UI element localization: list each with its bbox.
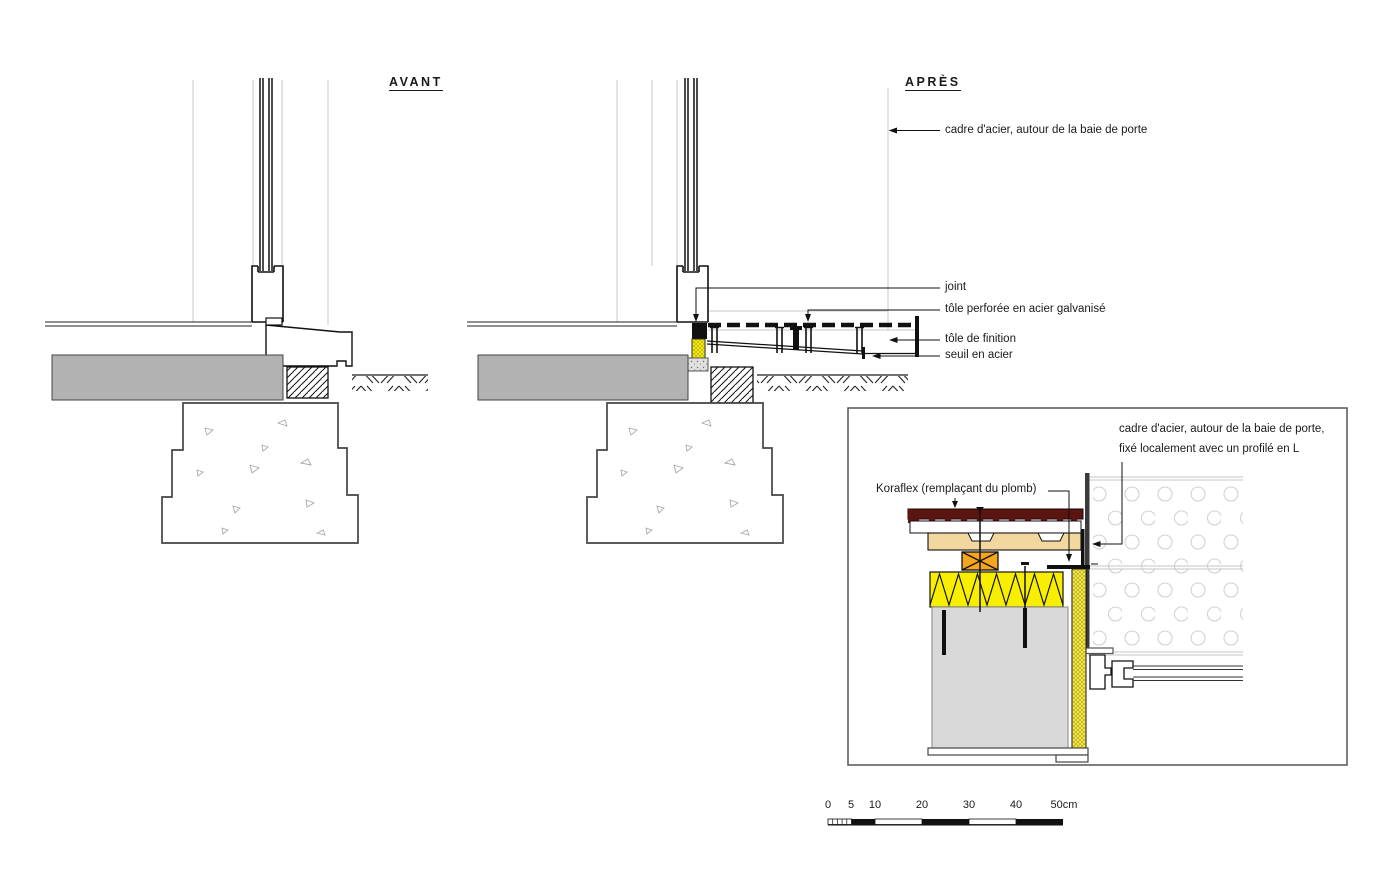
avant-door-leaf xyxy=(259,78,273,271)
apres-perforated-sheet xyxy=(708,316,919,357)
avant-threshold-stone xyxy=(265,317,353,367)
detail-insulation-band xyxy=(929,571,1064,608)
apres-floor-line xyxy=(467,321,677,327)
scale-label-5: 5 xyxy=(847,799,855,811)
detail-perforated-panel xyxy=(1088,476,1243,656)
annotation-cadre-acier: cadre d'acier, autour de la baie de port… xyxy=(945,124,1148,136)
apres-foundation xyxy=(586,402,784,544)
apres-sheet-end-bar xyxy=(915,316,919,357)
detail-annotation-cadre-line1: cadre d'acier, autour de la baie de port… xyxy=(1119,423,1325,435)
scale-label-0: 0 xyxy=(824,799,832,811)
detail-doorframe-profile xyxy=(1089,654,1134,690)
avant-floor-slab xyxy=(51,354,284,401)
avant-construction-lines xyxy=(192,80,329,325)
apres-masonry-block xyxy=(710,366,754,404)
avant-aggregate-symbols xyxy=(196,419,326,536)
scale-label-20: 20 xyxy=(915,799,929,811)
avant-title: AVANT xyxy=(389,75,443,91)
apres-sill-end xyxy=(862,347,865,359)
apres-door-frame xyxy=(677,266,708,322)
apres-finishing-sheet xyxy=(706,340,915,355)
annotation-tole-finition: tôle de finition xyxy=(945,333,1016,345)
avant-foundation xyxy=(161,402,359,544)
detail-edge-insulation-strip xyxy=(1071,568,1087,749)
apres-door-leaf xyxy=(684,78,698,271)
apres-leader-arrows xyxy=(693,127,898,359)
detail-leaders xyxy=(954,462,1123,565)
detail-l-profile xyxy=(1047,529,1090,569)
scale-label-30: 30 xyxy=(962,799,976,811)
detail-doorleaf-lines xyxy=(1133,665,1243,681)
annotation-tole-perforee: tôle perforée en acier galvanisé xyxy=(945,303,1106,315)
detail-wood-board xyxy=(927,532,1082,551)
apres-joint-block xyxy=(692,323,707,339)
scale-label-50cm: 50cm xyxy=(1050,799,1078,811)
detail-box-border xyxy=(847,407,1348,766)
detail-drawing xyxy=(847,407,1348,766)
apres-ground xyxy=(757,374,908,391)
detail-annotation-koraflex: Koraflex (remplaçant du plomb) xyxy=(876,483,1037,495)
annotation-joint: joint xyxy=(945,281,967,293)
avant-door-frame xyxy=(252,266,283,322)
apres-floor-slab xyxy=(477,354,689,401)
avant-drawing xyxy=(45,78,428,544)
detail-leader-arrows xyxy=(952,501,1101,562)
detail-slab-base xyxy=(927,747,1089,763)
apres-title: APRÈS xyxy=(905,75,961,91)
apres-construction-lines xyxy=(616,80,915,331)
avant-masonry-block xyxy=(286,366,329,399)
apres-leaders xyxy=(695,130,940,357)
apres-mortar-block xyxy=(685,357,709,372)
avant-floor-line xyxy=(45,321,252,327)
apres-edge-insulation xyxy=(691,338,706,359)
avant-ground xyxy=(352,374,428,391)
apres-drawing xyxy=(467,78,940,544)
detail-fasteners xyxy=(942,507,1029,655)
detail-membrane-strip xyxy=(909,520,1082,534)
detail-concrete-slab xyxy=(931,606,1069,749)
apres-aggregate-symbols xyxy=(620,419,750,536)
scale-bar-graphic xyxy=(827,818,1063,826)
annotation-seuil: seuil en acier xyxy=(945,349,1013,361)
detail-annotation-cadre-line2: fixé localement avec un profilé en L xyxy=(1119,443,1300,455)
scale-label-40: 40 xyxy=(1009,799,1023,811)
scale-label-10: 10 xyxy=(868,799,882,811)
